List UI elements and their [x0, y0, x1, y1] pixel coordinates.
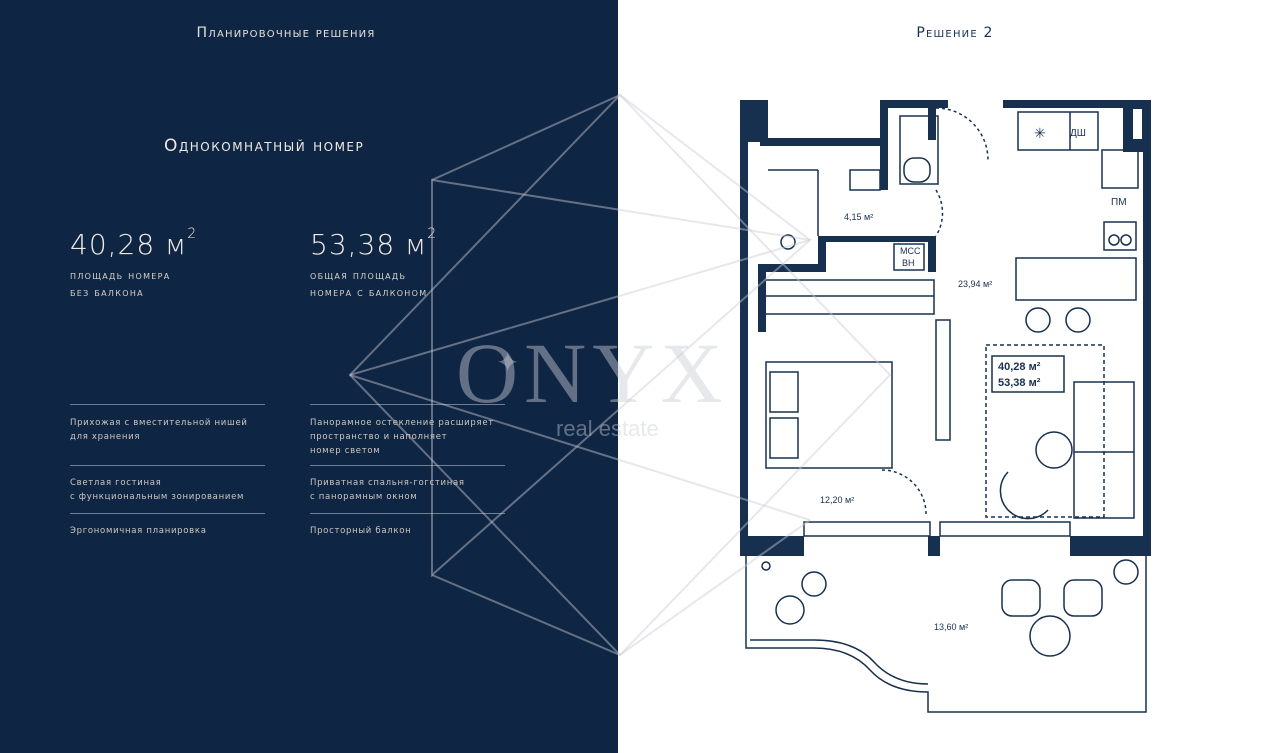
- area-block-with-balcony: 53,38 м2 общая площадь номера с балконом: [310, 226, 510, 301]
- bedroom-area-label: 12,20 м²: [820, 495, 854, 505]
- section-title-layouts: Планировочные решения: [196, 25, 376, 41]
- section-title-solution: Решение 2: [916, 25, 994, 41]
- divider: [70, 404, 265, 405]
- divider: [310, 513, 505, 514]
- area-label-with-balcony: общая площадь номера с балконом: [310, 269, 428, 299]
- living-area-label: 23,94 м²: [958, 279, 992, 289]
- vn-label: ВН: [902, 258, 915, 268]
- left-info-panel: Планировочные решения Однокомнатный номе…: [0, 0, 618, 753]
- mss-label: МСС: [900, 246, 921, 256]
- divider: [70, 465, 265, 466]
- summary-area-with-balcony: 53,38 м²: [998, 377, 1041, 389]
- divider: [310, 465, 505, 466]
- dishwasher-pm-label: ПМ: [1111, 197, 1127, 208]
- divider: [310, 404, 505, 405]
- area-block-without-balcony: 40,28 м2 площадь номера без балкона: [70, 226, 270, 301]
- feature-ergonomic: Эргономичная планировка: [70, 526, 207, 536]
- dishwasher-label: ДШ: [1070, 128, 1086, 139]
- divider: [70, 513, 265, 514]
- fan-icon: ✳: [1034, 125, 1046, 141]
- room-type-title: Однокомнатный номер: [164, 136, 365, 156]
- right-plan-panel: Решение 2: [618, 0, 1262, 753]
- area-label-without-balcony: площадь номера без балкона: [70, 269, 171, 299]
- floor-plan: 4,15 м² 23,94 м² 12,20 м² 13,60 м² 40,28…: [740, 100, 1151, 713]
- balcony-area-label: 13,60 м²: [934, 622, 968, 632]
- summary-area-without-balcony: 40,28 м²: [998, 361, 1041, 373]
- area-value-without-balcony: 40,28 м2: [70, 226, 198, 261]
- feature-balcony: Просторный балкон: [310, 526, 412, 536]
- bathroom-area-label: 4,15 м²: [844, 212, 873, 222]
- area-value-with-balcony: 53,38 м2: [310, 226, 438, 261]
